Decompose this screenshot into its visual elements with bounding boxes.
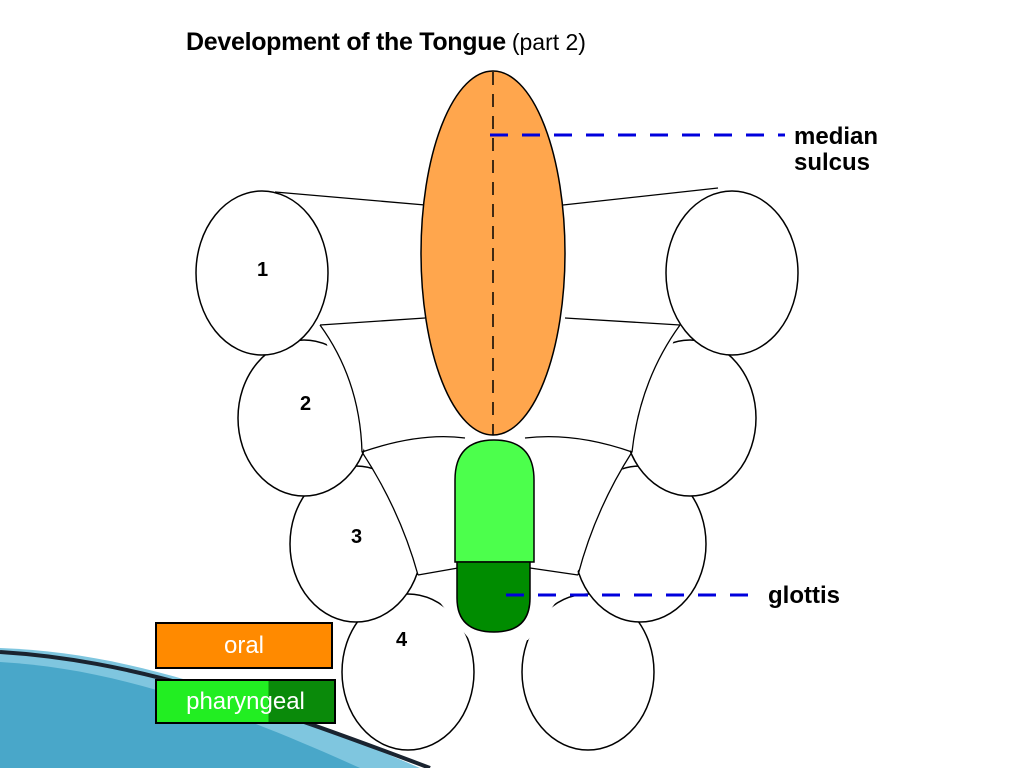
arch-number-2: 2	[300, 393, 312, 415]
right-arch-1	[665, 190, 799, 356]
arch-contour-lines	[274, 187, 719, 576]
median-sulcus-label: median sulcus	[794, 124, 878, 176]
arch-number-4: 4	[396, 629, 408, 651]
pharyngeal-tongue-part	[454, 439, 535, 563]
glottis-label: glottis	[768, 582, 840, 609]
title-main: Development of the Tongue	[186, 28, 506, 56]
left-arch-1	[195, 190, 329, 356]
glottis-region	[456, 561, 531, 633]
arch-number-3: 3	[351, 526, 363, 548]
arch-number-1: 1	[257, 259, 269, 281]
legend-pharyngeal: pharyngeal	[155, 679, 336, 724]
title-sub: (part 2)	[511, 29, 586, 55]
left-arch-4	[341, 593, 475, 751]
legend-oral: oral	[155, 622, 333, 669]
median-sulcus-label-line2: sulcus	[794, 149, 871, 176]
slide-title: Development of the Tongue(part 2)	[186, 28, 586, 57]
median-sulcus-label-line1: median	[794, 123, 879, 150]
right-pharyngeal-arches	[521, 190, 799, 751]
left-pharyngeal-arches	[195, 190, 475, 751]
